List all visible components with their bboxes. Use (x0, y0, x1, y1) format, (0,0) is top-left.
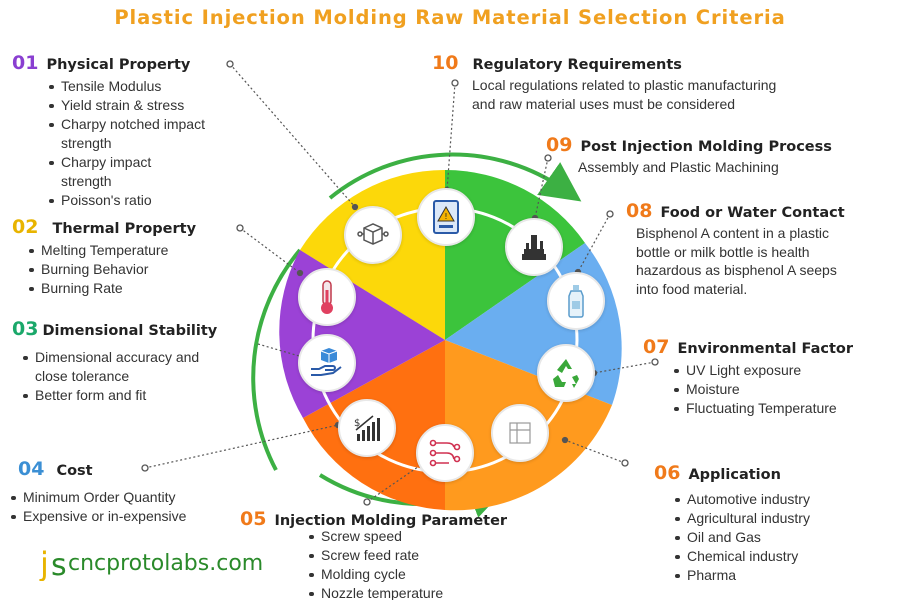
list-item: Burning Rate (26, 279, 262, 298)
list-item: Screw feed rate (306, 546, 570, 565)
section-heading: Application (688, 467, 781, 483)
section-heading: Injection Molding Parameter (274, 513, 508, 529)
section-number: 05 (240, 508, 267, 530)
list-item: Automotive industry (672, 490, 894, 509)
list-item-continued: strength (61, 135, 112, 151)
description-line: Bisphenol A content in a plastic (636, 225, 830, 241)
list-item: Nozzle temperature (306, 584, 570, 600)
section-number: 06 (654, 462, 681, 484)
section-dimensional: 03 Dimensional Stability Dimensional acc… (12, 318, 272, 405)
cube-structure-icon (344, 206, 402, 264)
list-item: Expensive or in-expensive (8, 507, 262, 526)
brand-logo-icon: j s (38, 541, 68, 586)
list-item: Screw speed (306, 527, 570, 546)
section-food: 08 Food or Water Contact Bisphenol A con… (626, 200, 896, 298)
description-line: bottle or milk bottle is health (636, 243, 810, 260)
list-item: Fluctuating Temperature (671, 399, 898, 418)
brand-logo-text: cncprotolabs.com (68, 551, 264, 576)
svg-text:!: ! (444, 212, 447, 221)
list-item: Dimensional accuracy and (20, 348, 272, 367)
section-heading: Post Injection Molding Process (580, 139, 832, 155)
section-regulatory: 10 Regulatory Requirements Local regulat… (432, 52, 872, 113)
section-application: 06 Application Automotive industry Agric… (654, 462, 894, 585)
section-environmental: 07 Environmental Factor UV Light exposur… (643, 336, 898, 418)
svg-text:$: $ (354, 418, 360, 429)
description-line: Assembly and Plastic Machining (578, 159, 779, 175)
list-item: Minimum Order Quantity (8, 488, 262, 507)
section-number: 04 (18, 458, 45, 480)
section-heading: Cost (56, 463, 93, 479)
section-number: 02 (12, 216, 39, 238)
bottle-icon (547, 272, 605, 330)
list-item: Better form and fit (20, 386, 272, 405)
list-item: Burning Behavior (26, 260, 262, 279)
section-cost: 04 Cost Minimum Order Quantity Expensive… (11, 458, 262, 526)
list-item: Melting Temperature (26, 241, 262, 260)
warning-document-icon: ! (417, 188, 475, 246)
recycle-icon (537, 344, 595, 402)
list-item: Moisture (671, 380, 898, 399)
list-item: Chemical industry (672, 547, 894, 566)
section-heading: Food or Water Contact (660, 205, 845, 221)
section-number: 08 (626, 200, 653, 222)
section-post-process: 09 Post Injection Molding Process Assemb… (546, 134, 896, 177)
page-title: Plastic Injection Molding Raw Material S… (114, 6, 786, 29)
list-item: Charpy impact (46, 153, 262, 172)
section-number: 01 (12, 52, 39, 74)
description-line: hazardous as bisphenol A seeps (636, 262, 837, 278)
section-number: 09 (546, 134, 573, 156)
outer-ring-top (328, 152, 582, 202)
section-heading: Dimensional Stability (42, 323, 218, 339)
list-item: Molding cycle (306, 565, 570, 584)
description-line: into food material. (636, 280, 748, 297)
hand-cube-icon (298, 334, 356, 392)
section-heading: Environmental Factor (677, 341, 854, 357)
logo-mark-j: j (39, 545, 49, 581)
description-line: Local regulations related to plastic man… (472, 77, 777, 93)
description-line: and raw material uses must be considered (472, 95, 736, 112)
list-item: Yield strain & stress (46, 96, 262, 115)
section-heading: Thermal Property (52, 221, 197, 237)
list-item: UV Light exposure (671, 361, 898, 380)
list-item: Poisson's ratio (46, 191, 262, 210)
section-number: 07 (643, 336, 670, 358)
list-item: Pharma (672, 566, 894, 585)
section-thermal: 02 Thermal Property Melting Temperature … (12, 216, 262, 298)
section-physical: 01 Physical Property Tensile Modulus Yie… (12, 52, 262, 210)
cost-chart-icon: $ (338, 399, 396, 457)
logo-mark-s: s (51, 548, 67, 581)
application-icon (491, 404, 549, 462)
list-item: Oil and Gas (672, 528, 894, 547)
list-item-continued: strength (61, 173, 112, 189)
list-item: Agricultural industry (672, 509, 894, 528)
list-item-continued: close tolerance (35, 368, 130, 384)
list-item: Tensile Modulus (46, 77, 262, 96)
process-flow-icon (416, 424, 474, 482)
section-injection: 05 Injection Molding Parameter Screw spe… (240, 508, 570, 600)
list-item: Charpy notched impact (46, 115, 262, 134)
section-heading: Regulatory Requirements (472, 57, 682, 73)
section-number: 10 (432, 52, 459, 74)
machine-icon (505, 218, 563, 276)
leader-lines (144, 63, 656, 503)
outer-ring-left (251, 248, 302, 471)
section-number: 03 (12, 318, 39, 340)
thermometer-icon (298, 268, 356, 326)
section-heading: Physical Property (46, 57, 191, 73)
